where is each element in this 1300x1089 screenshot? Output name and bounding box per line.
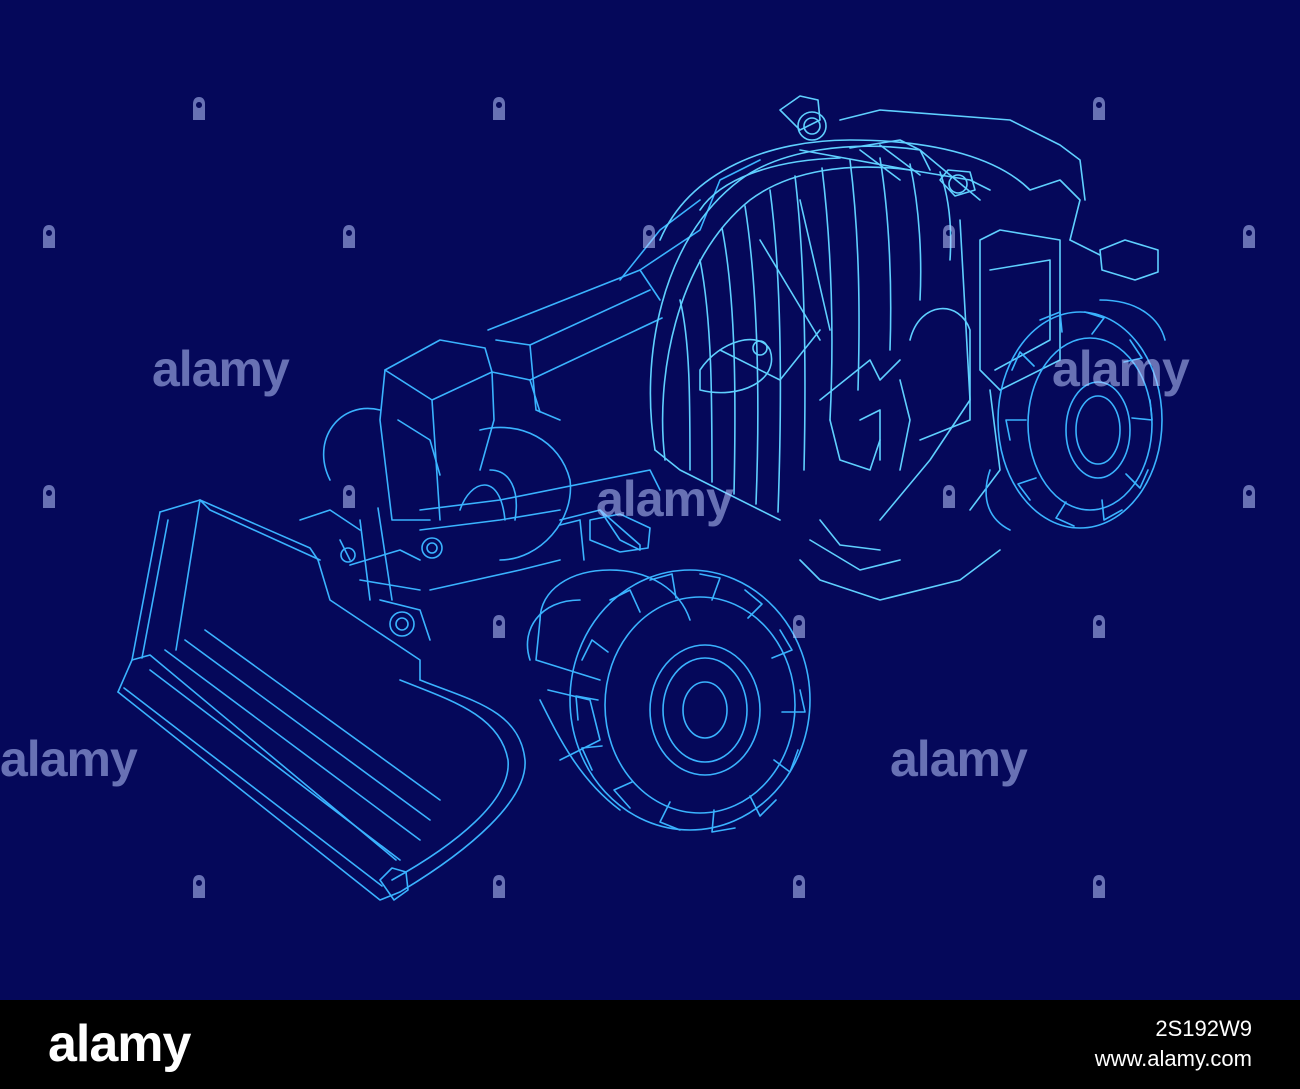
front-wheel [526,569,811,833]
loader-bucket [117,499,526,901]
watermark-text: alamy [0,731,138,787]
watermark-pin-icon [1093,615,1105,638]
watermark-pin-icon [493,615,505,638]
watermark-text: alamy [152,341,290,397]
watermark-pin-icon [643,225,655,248]
watermark-pin-icon [943,225,955,248]
watermark-pin-icon [943,485,955,508]
watermark-pin-icon [43,485,55,508]
watermark-pin-icon [793,875,805,898]
watermark-pin-icon [193,875,205,898]
watermark-pin-icon [43,225,55,248]
watermark-pin-icon [1093,97,1105,120]
watermark-pin-icon [493,875,505,898]
watermark-pin-icon [343,485,355,508]
watermark-text: alamy [890,731,1028,787]
watermark-pin-icon [1093,875,1105,898]
chassis [322,407,661,591]
watermark-pin-icon [1243,485,1255,508]
telescopic-boom [487,159,761,421]
footer-bar: alamy 2S192W9 www.alamy.com [0,1000,1300,1089]
alamy-logo: alamy [48,1015,191,1073]
watermark-pin-icon [793,615,805,638]
image-id: 2S192W9 [1155,1016,1252,1041]
telehandler-wireframe [117,95,1166,901]
watermark-text: alamy [1052,341,1190,397]
watermark-pin-icon [343,225,355,248]
illustration-area: alamy alamy alamy alamy alamy [0,95,1255,901]
watermark-pin-icon [1243,225,1255,248]
site-url: www.alamy.com [1094,1046,1252,1071]
lift-cylinder [299,339,495,641]
cab [649,95,1159,601]
watermark-pin-icon [193,97,205,120]
rear-wheel [985,299,1166,531]
watermark-pin-icon [493,97,505,120]
watermark-text: alamy [596,471,734,527]
